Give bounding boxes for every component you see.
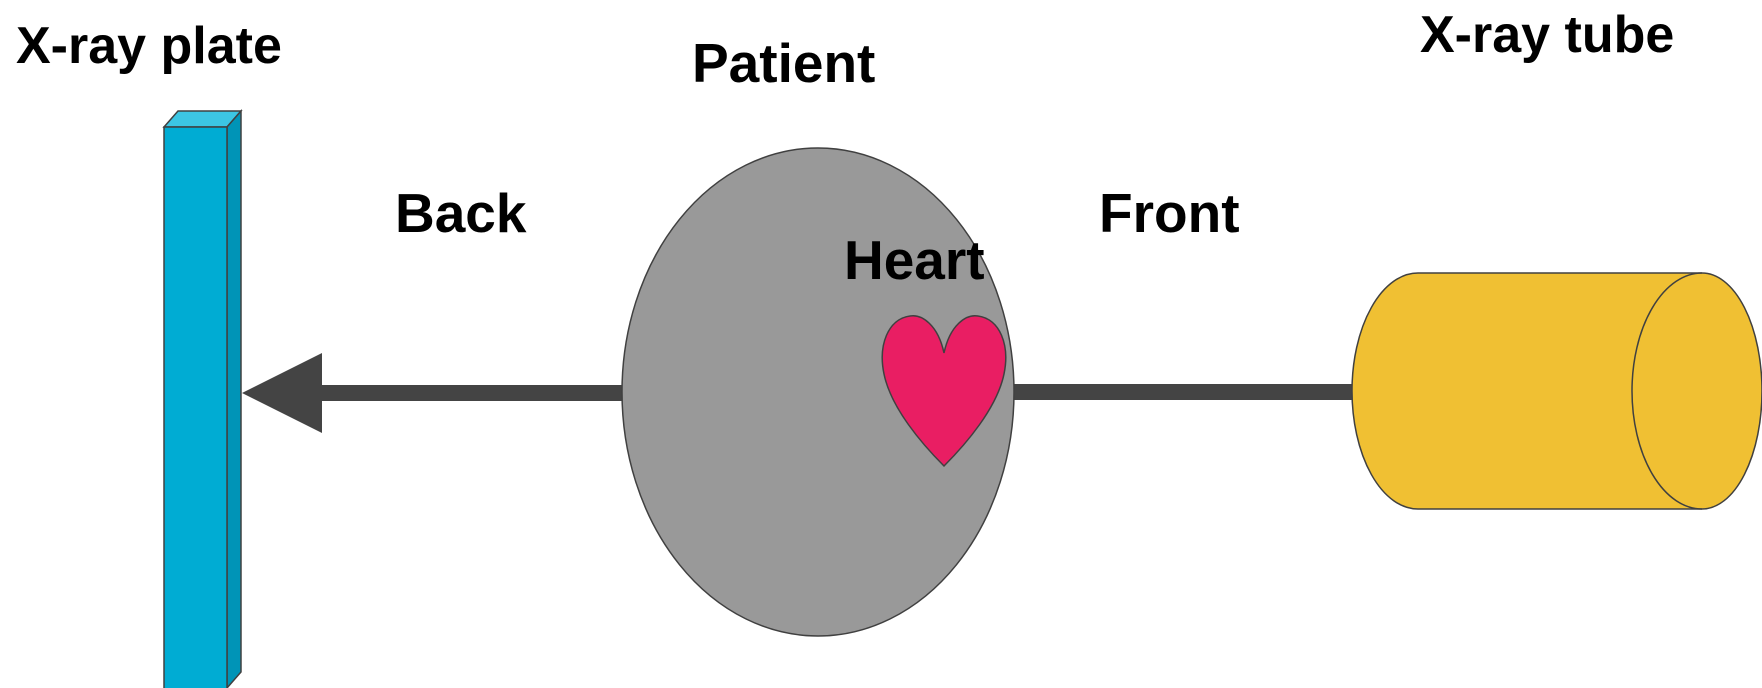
heart-label: Heart xyxy=(844,229,985,291)
plate-side-face xyxy=(227,111,241,688)
xray-tube xyxy=(1352,273,1762,509)
xray-plate-label: X-ray plate xyxy=(16,17,282,75)
patient-label: Patient xyxy=(692,32,875,94)
beam-back-arrow xyxy=(242,353,628,433)
beam-back-shaft xyxy=(318,385,628,401)
xray-plate xyxy=(164,111,241,688)
beam-front xyxy=(1010,384,1355,400)
tube-body xyxy=(1352,273,1762,509)
xray-tube-label: X-ray tube xyxy=(1420,6,1674,64)
back-label: Back xyxy=(395,182,527,244)
plate-front-face xyxy=(164,127,227,688)
arrowhead xyxy=(242,353,322,433)
front-label: Front xyxy=(1099,182,1240,244)
